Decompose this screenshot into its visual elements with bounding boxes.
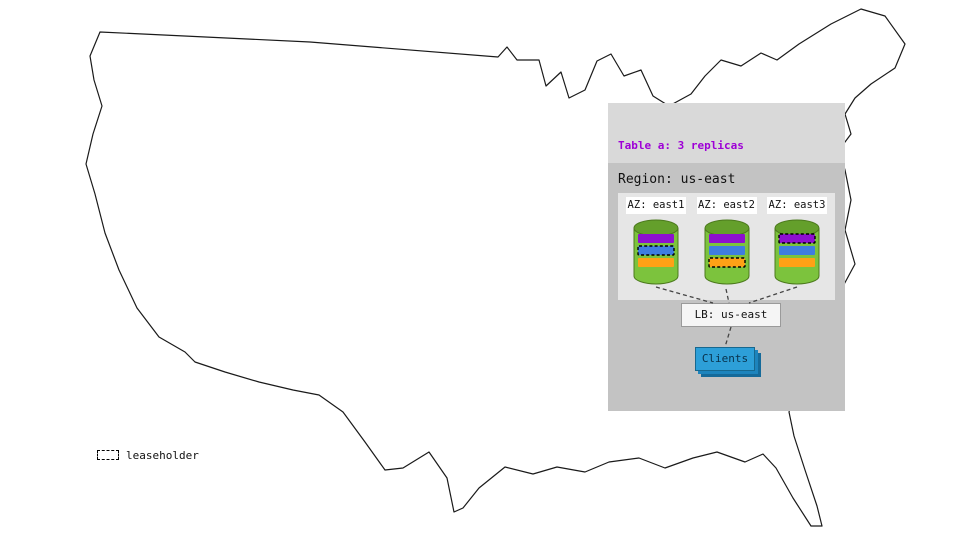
leaseholder-swatch-icon [97,450,119,460]
region-box: Region: us-east AZ: east1 AZ: east2 [608,163,845,411]
az-east3-label: AZ: east3 [767,197,827,214]
legend-item-table-a: Table a: 3 replicas [618,139,744,152]
az-east2-label: AZ: east2 [696,197,757,214]
az-east2: AZ: east2 [694,197,760,285]
cylinder-top [633,219,679,237]
database-cylinder [704,219,749,285]
clients-box: Clients [695,347,755,371]
replica-bar-table-a [708,234,745,243]
replica-bar-index-a [708,246,745,255]
replica-bar-table-b [638,258,674,267]
az-east3: AZ: east3 [764,197,830,285]
replica-bar-index-a [637,245,675,256]
cylinder-top [704,219,749,237]
load-balancer-box: LB: us-east [681,303,781,327]
az-east1: AZ: east1 [623,197,689,285]
az-container: AZ: east1 AZ: east2 [618,193,835,300]
deployment-panel: Table a: 3 replicas Index a: 3 replicas … [608,103,845,411]
replica-bar-table-a [778,233,816,244]
leaseholder-key: leaseholder [97,448,199,462]
replica-bar-index-a [779,246,815,255]
leaseholder-key-label: leaseholder [126,448,199,462]
replica-bar-table-b [779,258,815,267]
region-title: Region: us-east [618,172,736,187]
az-east1-label: AZ: east1 [626,197,686,214]
database-cylinder [633,219,679,285]
replica-bar-table-b [707,257,746,268]
database-cylinder [774,219,820,285]
replica-bar-table-a [638,234,674,243]
